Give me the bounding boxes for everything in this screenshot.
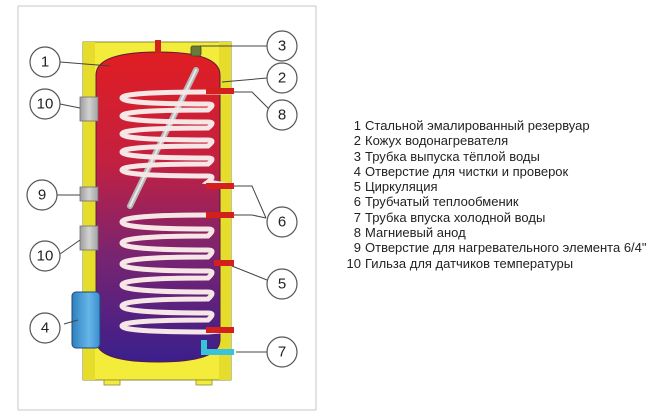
circulation-pipe: [214, 260, 234, 266]
lower-coil-outlet: [206, 327, 234, 333]
callout-4-circle: [29, 312, 61, 344]
legend-number: 7: [353, 209, 361, 225]
cold-water-inlet-pipe: [201, 340, 234, 355]
upper-coil-inlet: [206, 88, 234, 94]
legend-number: 2: [353, 133, 361, 149]
callout-7-label: 7: [278, 344, 286, 361]
legend-text: Отверстие для нагревательного элемента 6…: [365, 240, 647, 256]
callout-8-label: 8: [278, 107, 286, 124]
inspection-opening: [71, 291, 101, 349]
top-fitting: [190, 45, 202, 57]
casing-side-right: [219, 42, 231, 380]
callout-2-circle: [266, 62, 298, 94]
callout-10a-label: 10: [37, 96, 54, 113]
callout-10a-circle: [29, 88, 61, 120]
callout-9-circle: [26, 179, 58, 211]
legend-text: Отверстие для чистки и проверок: [365, 163, 569, 179]
legend-number: 10: [346, 255, 361, 271]
legend-number: 6: [353, 194, 361, 210]
callout-5-label: 5: [278, 276, 286, 293]
callout-3-label: 3: [278, 38, 286, 55]
callout-4-label: 4: [41, 320, 49, 337]
lower-heat-exchanger-coil: [119, 212, 235, 335]
foot-left: [103, 379, 121, 386]
legend-text: Стальной эмалированный резервуар: [365, 118, 590, 133]
callout-5-circle: [266, 268, 298, 300]
legend-number: 4: [353, 163, 361, 179]
callout-1-label: 1: [41, 54, 49, 71]
legend-text: Кожух водонагревателя: [365, 133, 509, 149]
legend-text: Трубка выпуска тёплой воды: [365, 148, 540, 164]
legend-number: 5: [353, 179, 361, 195]
callout-6-circle: [266, 206, 298, 238]
callout-1-circle: [29, 46, 61, 78]
legend-item: 1 Стальной эмалированный резервуар: [344, 118, 647, 133]
heating-element-opening: [79, 186, 99, 202]
sensor-sleeve-upper: [79, 96, 99, 122]
legend-text: Трубчатый теплообменик: [365, 194, 519, 210]
callout-3-circle: [266, 30, 298, 62]
callout-9-label: 9: [38, 187, 46, 204]
upper-heat-exchanger-coil: [119, 89, 235, 189]
legend-text: Магниевый анод: [365, 225, 466, 241]
callout-2-label: 2: [278, 70, 286, 87]
legend-number: 3: [353, 148, 361, 164]
legend-text: Трубка впуска холодной воды: [365, 209, 546, 225]
sensor-sleeve-lower: [79, 225, 99, 251]
steel-tank: [95, 51, 221, 363]
leader-lines: [56, 45, 271, 353]
callout-circles: [26, 30, 298, 368]
hot-water-outlet-pipe: [155, 40, 161, 54]
legend-number: 8: [353, 225, 361, 241]
lower-coil-inlet: [206, 212, 234, 218]
callout-10b-label: 10: [37, 248, 54, 265]
legend-text: Гильза для датчиков температуры: [365, 255, 574, 271]
callout-8-circle: [266, 99, 298, 131]
legend-number: 9: [353, 240, 361, 256]
legend-number: 1: [353, 118, 361, 133]
legend-text: Циркуляция: [365, 179, 438, 195]
callout-6-label: 6: [278, 214, 286, 231]
foot-right: [195, 379, 213, 386]
callout-10b-circle: [29, 240, 61, 272]
callout-7-circle: [266, 336, 298, 368]
upper-coil-outlet: [206, 183, 234, 189]
